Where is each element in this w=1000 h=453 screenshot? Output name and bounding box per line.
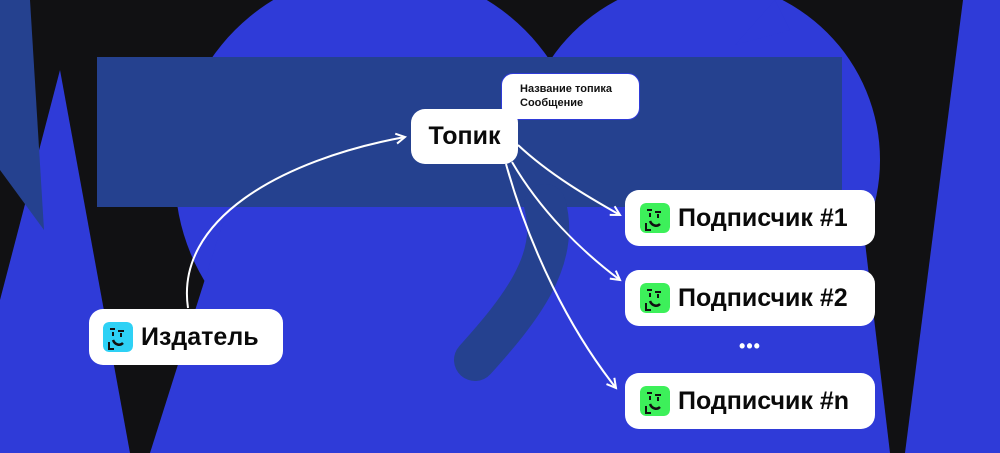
subscriber-node-n: Подписчик #n: [625, 373, 875, 429]
topic-message-label: Сообщение: [520, 97, 584, 109]
publisher-label: Издатель: [141, 322, 259, 351]
subscriber-node-2: Подписчик #2: [625, 270, 875, 326]
subscriber-node-1: Подписчик #1: [625, 190, 875, 246]
topic-name-label: Название топика: [520, 83, 612, 95]
arrowhead-top-shape: [735, 0, 790, 45]
face-icon: [640, 283, 670, 313]
ellipsis-dots: •••: [739, 336, 761, 356]
topic-node: Топик: [411, 109, 518, 164]
face-icon: [640, 386, 670, 416]
subscriber-label: Подписчик #n: [678, 386, 850, 415]
topic-info-card: Название топика Сообщение: [501, 73, 640, 120]
blue-spike-right-shape: [905, 0, 1000, 453]
face-icon: [640, 203, 670, 233]
publisher-node: Издатель: [89, 309, 283, 365]
subscriber-label: Подписчик #1: [678, 203, 848, 232]
subscriber-label: Подписчик #2: [678, 283, 848, 312]
topic-label: Топик: [428, 122, 501, 150]
face-icon: [103, 322, 133, 352]
dark-shard-left-shape: [0, 0, 44, 230]
